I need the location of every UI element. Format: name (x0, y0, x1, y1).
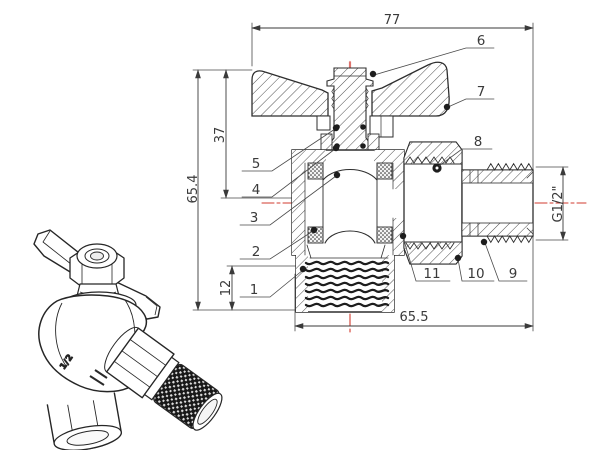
callout-2: 2 (252, 244, 261, 260)
outlet-assembly-3d (104, 326, 223, 431)
callout-leaders (239, 47, 528, 298)
dim-77-label: 77 (384, 13, 401, 28)
callout-6: 6 (477, 33, 486, 49)
ball-bottom-arc (324, 230, 376, 244)
handle-hub-left (316, 115, 331, 131)
gland-right (367, 133, 380, 151)
valve-section (251, 61, 534, 313)
callout-1: 1 (250, 282, 259, 298)
product-3d-view: 1/2 (33, 229, 223, 450)
stem-thread-left (331, 87, 335, 110)
callout-10: 10 (467, 266, 484, 282)
dim-65-4-label: 65.4 (186, 175, 201, 204)
callout-7: 7 (477, 84, 486, 100)
callout-labels: 1 2 3 4 5 6 7 8 9 10 11 (250, 33, 518, 298)
callout-3: 3 (250, 210, 259, 226)
handle-left-wing (251, 70, 329, 117)
technical-drawing: 77 65.4 37 12 65.5 G1/2" (186, 13, 587, 334)
male-thread-bottom (486, 235, 534, 244)
female-hex-end (46, 392, 122, 450)
handle-right-wing (371, 61, 450, 117)
dim-37-label: 37 (213, 127, 228, 144)
gland-left (320, 133, 333, 151)
dimension-labels: 77 65.4 37 12 65.5 G1/2" (186, 13, 566, 325)
dimensions (195, 25, 566, 329)
ball-top-arc (322, 169, 378, 181)
dim-g12-label: G1/2" (551, 186, 566, 223)
callout-dots (299, 70, 488, 273)
nut-thread-top (405, 156, 455, 164)
brand-marking-lines (89, 369, 108, 386)
dim-65-5-label: 65.5 (400, 310, 429, 325)
callout-9: 9 (509, 266, 518, 282)
nut-thread-bottom (405, 242, 455, 250)
dim-12-label: 12 (219, 280, 234, 297)
male-thread-top (486, 162, 534, 171)
callout-11: 11 (423, 266, 440, 282)
callout-8: 8 (474, 134, 483, 150)
female-threads (304, 260, 390, 308)
callout-4: 4 (252, 182, 261, 198)
stem-thread-right (365, 87, 369, 110)
handle-hub-right (369, 115, 394, 138)
callout-5: 5 (252, 156, 261, 172)
